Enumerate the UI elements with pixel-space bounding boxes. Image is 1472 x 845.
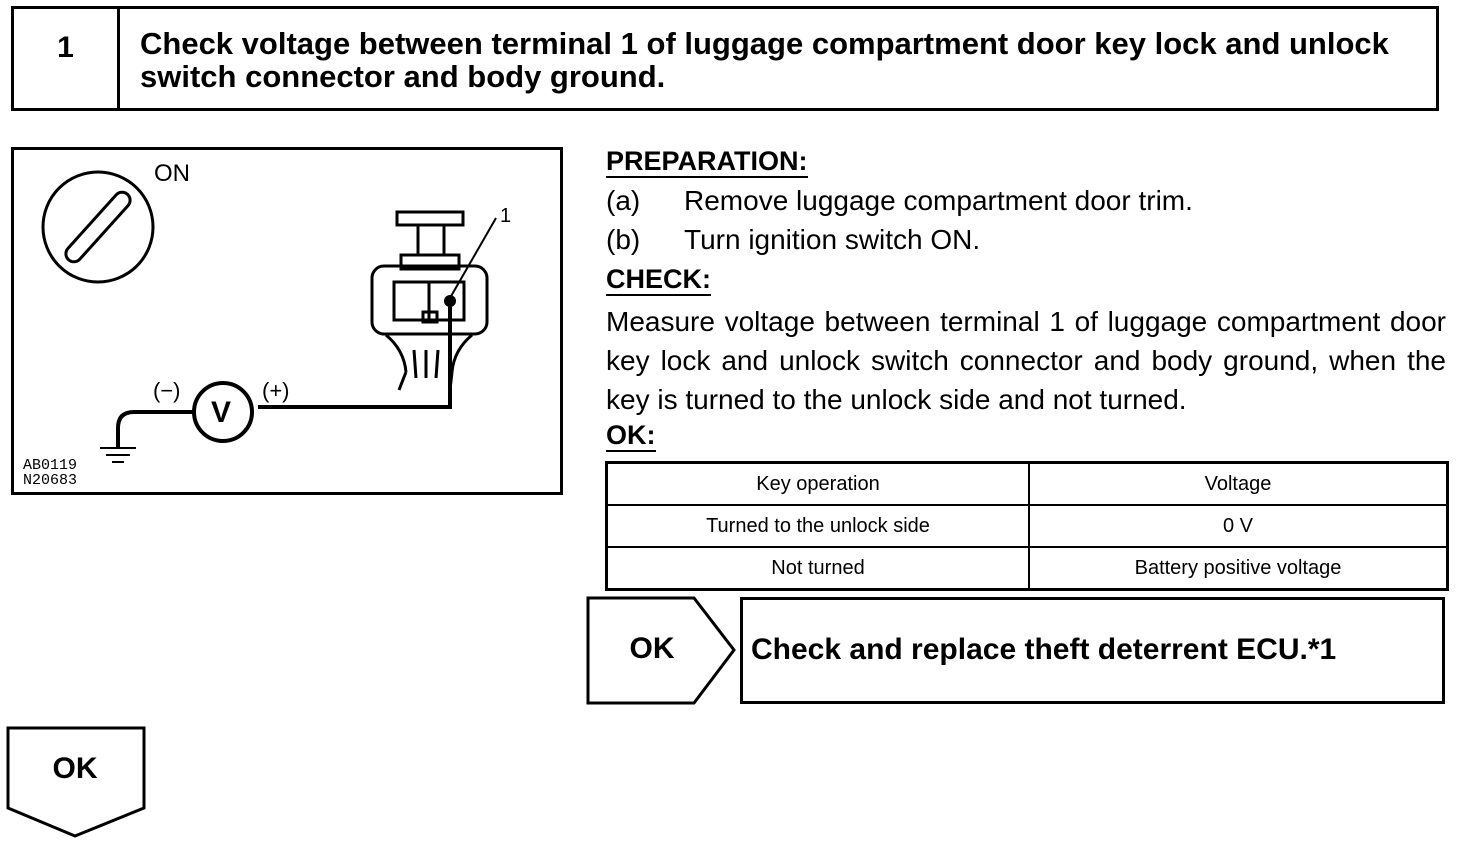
voltmeter-symbol: V xyxy=(211,396,232,429)
check-description: Measure voltage between terminal 1 of lu… xyxy=(606,306,1446,415)
down-arrow-box-icon xyxy=(6,726,146,838)
step-header: 1 Check voltage between terminal 1 of lu… xyxy=(11,6,1439,111)
wiring-diagram-svg xyxy=(41,170,497,463)
figure-code-2: N20683 xyxy=(23,472,78,489)
positive-probe-label: (+) xyxy=(262,378,290,403)
prep-item-a-letter: (a) xyxy=(606,185,641,216)
table-cell: Turned to the unlock side xyxy=(605,504,1030,548)
ok-heading: OK: xyxy=(606,420,656,452)
ok-next-arrow: OK xyxy=(6,726,148,845)
column-header-voltage: Voltage xyxy=(1028,461,1449,506)
ok-next-label: OK xyxy=(52,752,98,785)
terminal-number-label: 1 xyxy=(500,205,512,227)
ok-result-label: OK xyxy=(629,632,675,665)
preparation-heading: PREPARATION: xyxy=(606,146,808,178)
ground-icon xyxy=(100,447,136,463)
table-row: Turned to the unlock side 0 V xyxy=(605,504,1449,548)
table-header-row: Key operation Voltage xyxy=(605,461,1449,506)
table-row: Not turned Battery positive voltage xyxy=(605,546,1449,591)
table-cell: Battery positive voltage xyxy=(1028,546,1449,591)
action-text: Check and replace theft deterrent ECU.*1 xyxy=(751,633,1337,666)
step-title: Check voltage between terminal 1 of lugg… xyxy=(140,26,1389,94)
column-header-key-operation: Key operation xyxy=(605,461,1030,506)
connector-icon xyxy=(370,210,489,391)
negative-probe-label: (−) xyxy=(153,378,181,403)
wiring-illustration: ON 1 (−) (+) V AB0119 N20683 xyxy=(11,147,563,495)
prep-item-b-letter: (b) xyxy=(606,224,641,255)
voltage-spec-table: Key operation Voltage Turned to the unlo… xyxy=(605,461,1449,591)
ignition-on-label: ON xyxy=(154,160,190,187)
check-heading: CHECK: xyxy=(606,264,711,296)
action-box: Check and replace theft deterrent ECU.*1 xyxy=(740,597,1445,704)
prep-item-a-text: Remove luggage compartment door trim. xyxy=(684,185,1193,216)
prep-item-b-text: Turn ignition switch ON. xyxy=(684,224,981,255)
right-arrow-box-icon xyxy=(586,596,736,705)
table-cell: 0 V xyxy=(1028,504,1449,548)
step-number: 1 xyxy=(14,9,120,108)
table-cell: Not turned xyxy=(605,546,1030,591)
ignition-key-icon xyxy=(41,170,155,284)
ok-result-arrow: OK xyxy=(586,596,738,711)
figure-code-1: AB0119 xyxy=(23,457,78,474)
